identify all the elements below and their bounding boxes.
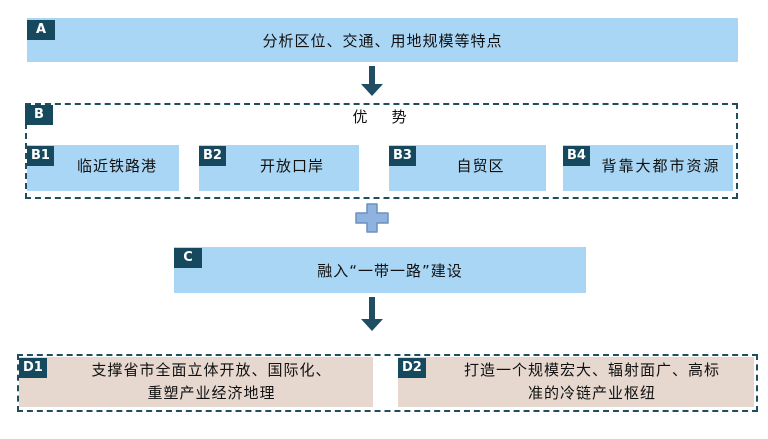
- tag-b2: B2: [199, 146, 226, 166]
- box-a-text: 分析区位、交通、用地规模等特点: [262, 31, 503, 50]
- d1-line1: 支撑省市全面立体开放、国际化、: [91, 361, 332, 379]
- d1-box: [19, 357, 373, 407]
- b1-label: 临近铁路港: [76, 156, 157, 175]
- d2-line1: 打造一个规模宏大、辐射面广、高标: [463, 361, 720, 379]
- tag-c: C: [174, 248, 202, 268]
- d2-box: [398, 357, 754, 407]
- tag-b: B: [25, 105, 53, 125]
- b3-label: 自贸区: [456, 156, 505, 175]
- d1-text: 支撑省市全面立体开放、国际化、 重塑产业经济地理: [50, 359, 373, 405]
- tag-d2: D2: [398, 358, 426, 378]
- d1-line2: 重塑产业经济地理: [147, 384, 276, 402]
- box-c: [174, 247, 586, 293]
- box-c-text: 融入“一带一路”建设: [317, 261, 463, 280]
- tag-a: A: [27, 20, 55, 40]
- tag-b4: B4: [563, 146, 590, 166]
- box-a: [27, 18, 738, 62]
- d2-line2: 准的冷链产业枢纽: [527, 384, 656, 402]
- tag-d1: D1: [19, 358, 47, 378]
- outcomes-group: [17, 354, 758, 412]
- d2-text: 打造一个规模宏大、辐射面广、高标 准的冷链产业枢纽: [430, 359, 754, 405]
- advantages-group: [25, 103, 738, 199]
- tag-b1: B1: [27, 146, 54, 166]
- advantages-title: 优 势: [352, 107, 408, 126]
- plus-icon: [355, 203, 389, 233]
- b2-label: 开放口岸: [259, 156, 324, 175]
- b4-label: 背靠大都市资源: [601, 156, 721, 175]
- b4-box: [563, 145, 733, 191]
- tag-b3: B3: [389, 146, 416, 166]
